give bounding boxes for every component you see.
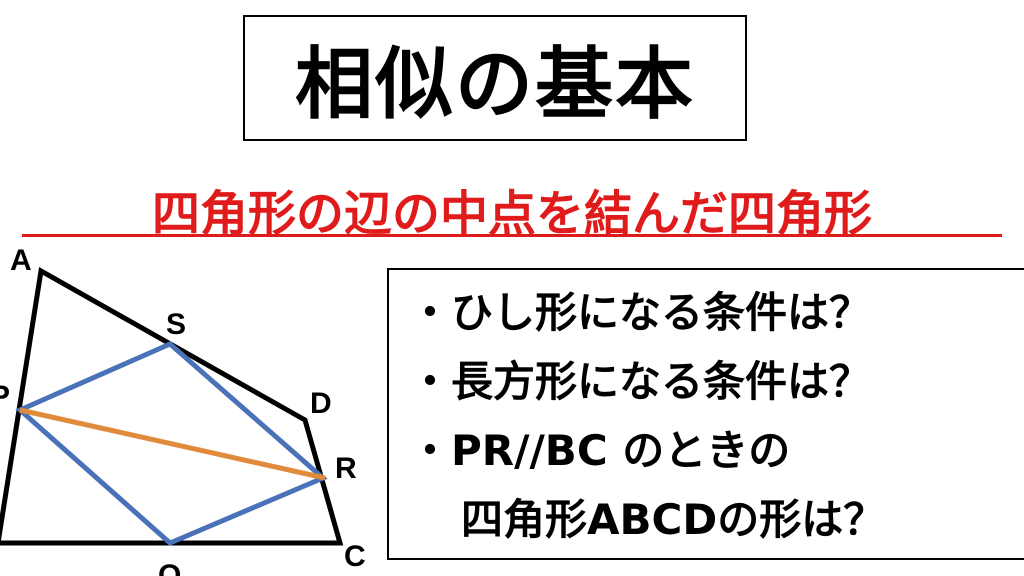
diagonal-pr [19,407,326,481]
label-d: D [310,387,332,420]
subtitle: 四角形の辺の中点を結んだ四角形 [151,186,872,242]
subtitle-underline [22,234,1002,237]
label-q: Q [158,559,181,576]
question-rectangle: ・長方形になる条件は？ [409,357,872,406]
questions-box: ・ひし形になる条件は？ ・長方形になる条件は？ ・PR//BC のときの 四角形… [387,268,1024,560]
quadrilateral-diagram: A S D R C Q P [0,244,366,576]
quadrilateral-abcd [0,267,344,546]
page-title: 相似の基本 [243,15,747,141]
label-s: S [166,308,186,341]
question-shape: 四角形ABCDの形は？ [461,495,886,544]
label-a: A [10,244,32,277]
label-p: P [0,380,10,413]
label-c: C [344,540,366,573]
label-r: R [335,452,357,485]
question-rhombus: ・ひし形になる条件は？ [409,288,872,337]
question-parallel: ・PR//BC のときの [409,426,791,475]
